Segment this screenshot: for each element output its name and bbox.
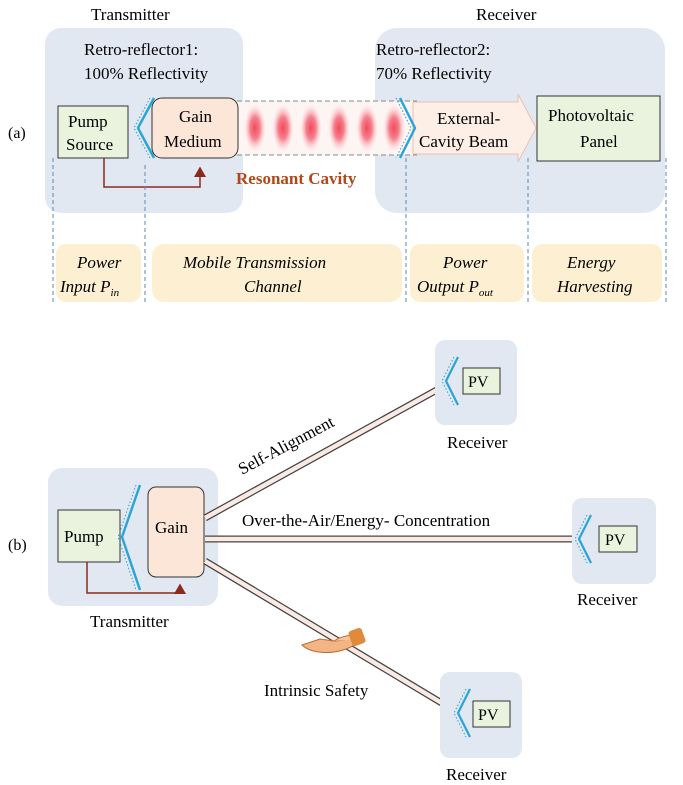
power-input-line1: Power xyxy=(76,253,122,272)
self-alignment-label: Self-Alignment xyxy=(235,412,338,479)
pv-top-box xyxy=(462,367,501,395)
energy-harvesting-box xyxy=(532,244,662,302)
beam-spot xyxy=(328,104,350,152)
pump-to-gain-arrow-b xyxy=(86,562,186,594)
rr1-label-line2: 100% Reflectivity xyxy=(84,64,209,83)
resonant-beam-spots xyxy=(244,104,405,152)
power-output-line1: Power xyxy=(442,253,488,272)
gain-medium-box xyxy=(151,97,239,159)
retro-reflector-1 xyxy=(133,97,156,159)
retro-reflector-icon xyxy=(120,484,142,591)
pump-source-line1: Pump xyxy=(68,112,108,131)
external-beam-line1: External- xyxy=(437,109,501,128)
beam-spot xyxy=(356,104,378,152)
panel-a-tag: (a) xyxy=(8,125,26,142)
resonant-cavity-label: Resonant Cavity xyxy=(236,169,357,188)
transmitter-panel xyxy=(45,28,243,213)
external-beam-line2: Cavity Beam xyxy=(419,132,508,151)
receiver-mid-label: Receiver xyxy=(577,590,638,609)
beam-spot xyxy=(244,104,266,152)
rr2-label-line2: 70% Reflectivity xyxy=(376,64,492,83)
gain-medium-line2: Medium xyxy=(164,132,222,151)
section-dividers xyxy=(52,158,667,302)
beam-concentration xyxy=(205,531,597,547)
gain-box xyxy=(147,486,205,578)
receiver-top-label: Receiver xyxy=(447,433,508,452)
pump-to-gain-arrow xyxy=(103,158,206,188)
pv-mid-box xyxy=(598,525,638,553)
mobile-channel-line1: Mobile Transmission xyxy=(182,253,326,272)
retro-reflector-icon xyxy=(577,514,592,564)
mobile-channel-line2: Channel xyxy=(244,277,302,296)
photovoltaic-panel-box xyxy=(536,95,661,162)
pv-top-label: PV xyxy=(468,374,489,391)
intrinsic-safety-label: Intrinsic Safety xyxy=(264,681,369,700)
mobile-channel-box xyxy=(152,244,402,302)
pv-bottom-label: PV xyxy=(478,707,499,724)
panel-b-tag: (b) xyxy=(8,537,27,554)
power-output-box xyxy=(410,244,524,302)
pv-bottom-box xyxy=(472,700,511,728)
power-input-line2: Input Pin xyxy=(59,277,120,299)
retro-reflector-2 xyxy=(395,97,417,159)
pump-box xyxy=(57,509,121,563)
retro-reflector-icon xyxy=(136,97,156,159)
pump-source-box xyxy=(57,105,129,159)
pv-mid-label: PV xyxy=(605,532,626,549)
retro-reflector-icon xyxy=(398,97,417,159)
rr1-label-line1: Retro-reflector1: xyxy=(84,40,198,59)
beam-spot xyxy=(300,104,322,152)
panel-a: (a) Transmitter Receiver Retro-reflector… xyxy=(8,5,667,302)
receiver-title: Receiver xyxy=(476,5,537,24)
photovoltaic-line1: Photovoltaic xyxy=(548,106,634,125)
transmitter-b-label: Transmitter xyxy=(90,612,169,631)
pump-label: Pump xyxy=(64,527,104,546)
reflector-hatch xyxy=(117,484,137,591)
external-cavity-beam-arrow xyxy=(412,93,537,163)
retro-reflector-icon xyxy=(456,688,471,738)
energy-harvesting-line2: Harvesting xyxy=(556,277,633,296)
hand-icon xyxy=(301,627,366,653)
photovoltaic-line2: Panel xyxy=(580,132,618,151)
panel-b: (b) Pump Gain Transmitter Self-Alignment… xyxy=(8,340,656,784)
power-output-line2: Output Pout xyxy=(417,277,494,299)
beam-spot xyxy=(383,104,405,152)
pump-source-line2: Source xyxy=(66,135,113,154)
gain-medium-line1: Gain xyxy=(179,107,213,126)
concentration-label: Over-the-Air/Energy- Concentration xyxy=(242,511,491,530)
beam-self-alignment xyxy=(203,373,463,522)
retro-reflector-icon xyxy=(444,356,459,406)
transmitter-title: Transmitter xyxy=(91,5,170,24)
energy-harvesting-line1: Energy xyxy=(566,253,616,272)
power-input-box xyxy=(56,244,141,302)
receiver-bottom-label: Receiver xyxy=(446,765,507,784)
beam-spot xyxy=(272,104,294,152)
rr2-label-line1: Retro-reflector2: xyxy=(376,40,490,59)
gain-label: Gain xyxy=(155,518,189,537)
